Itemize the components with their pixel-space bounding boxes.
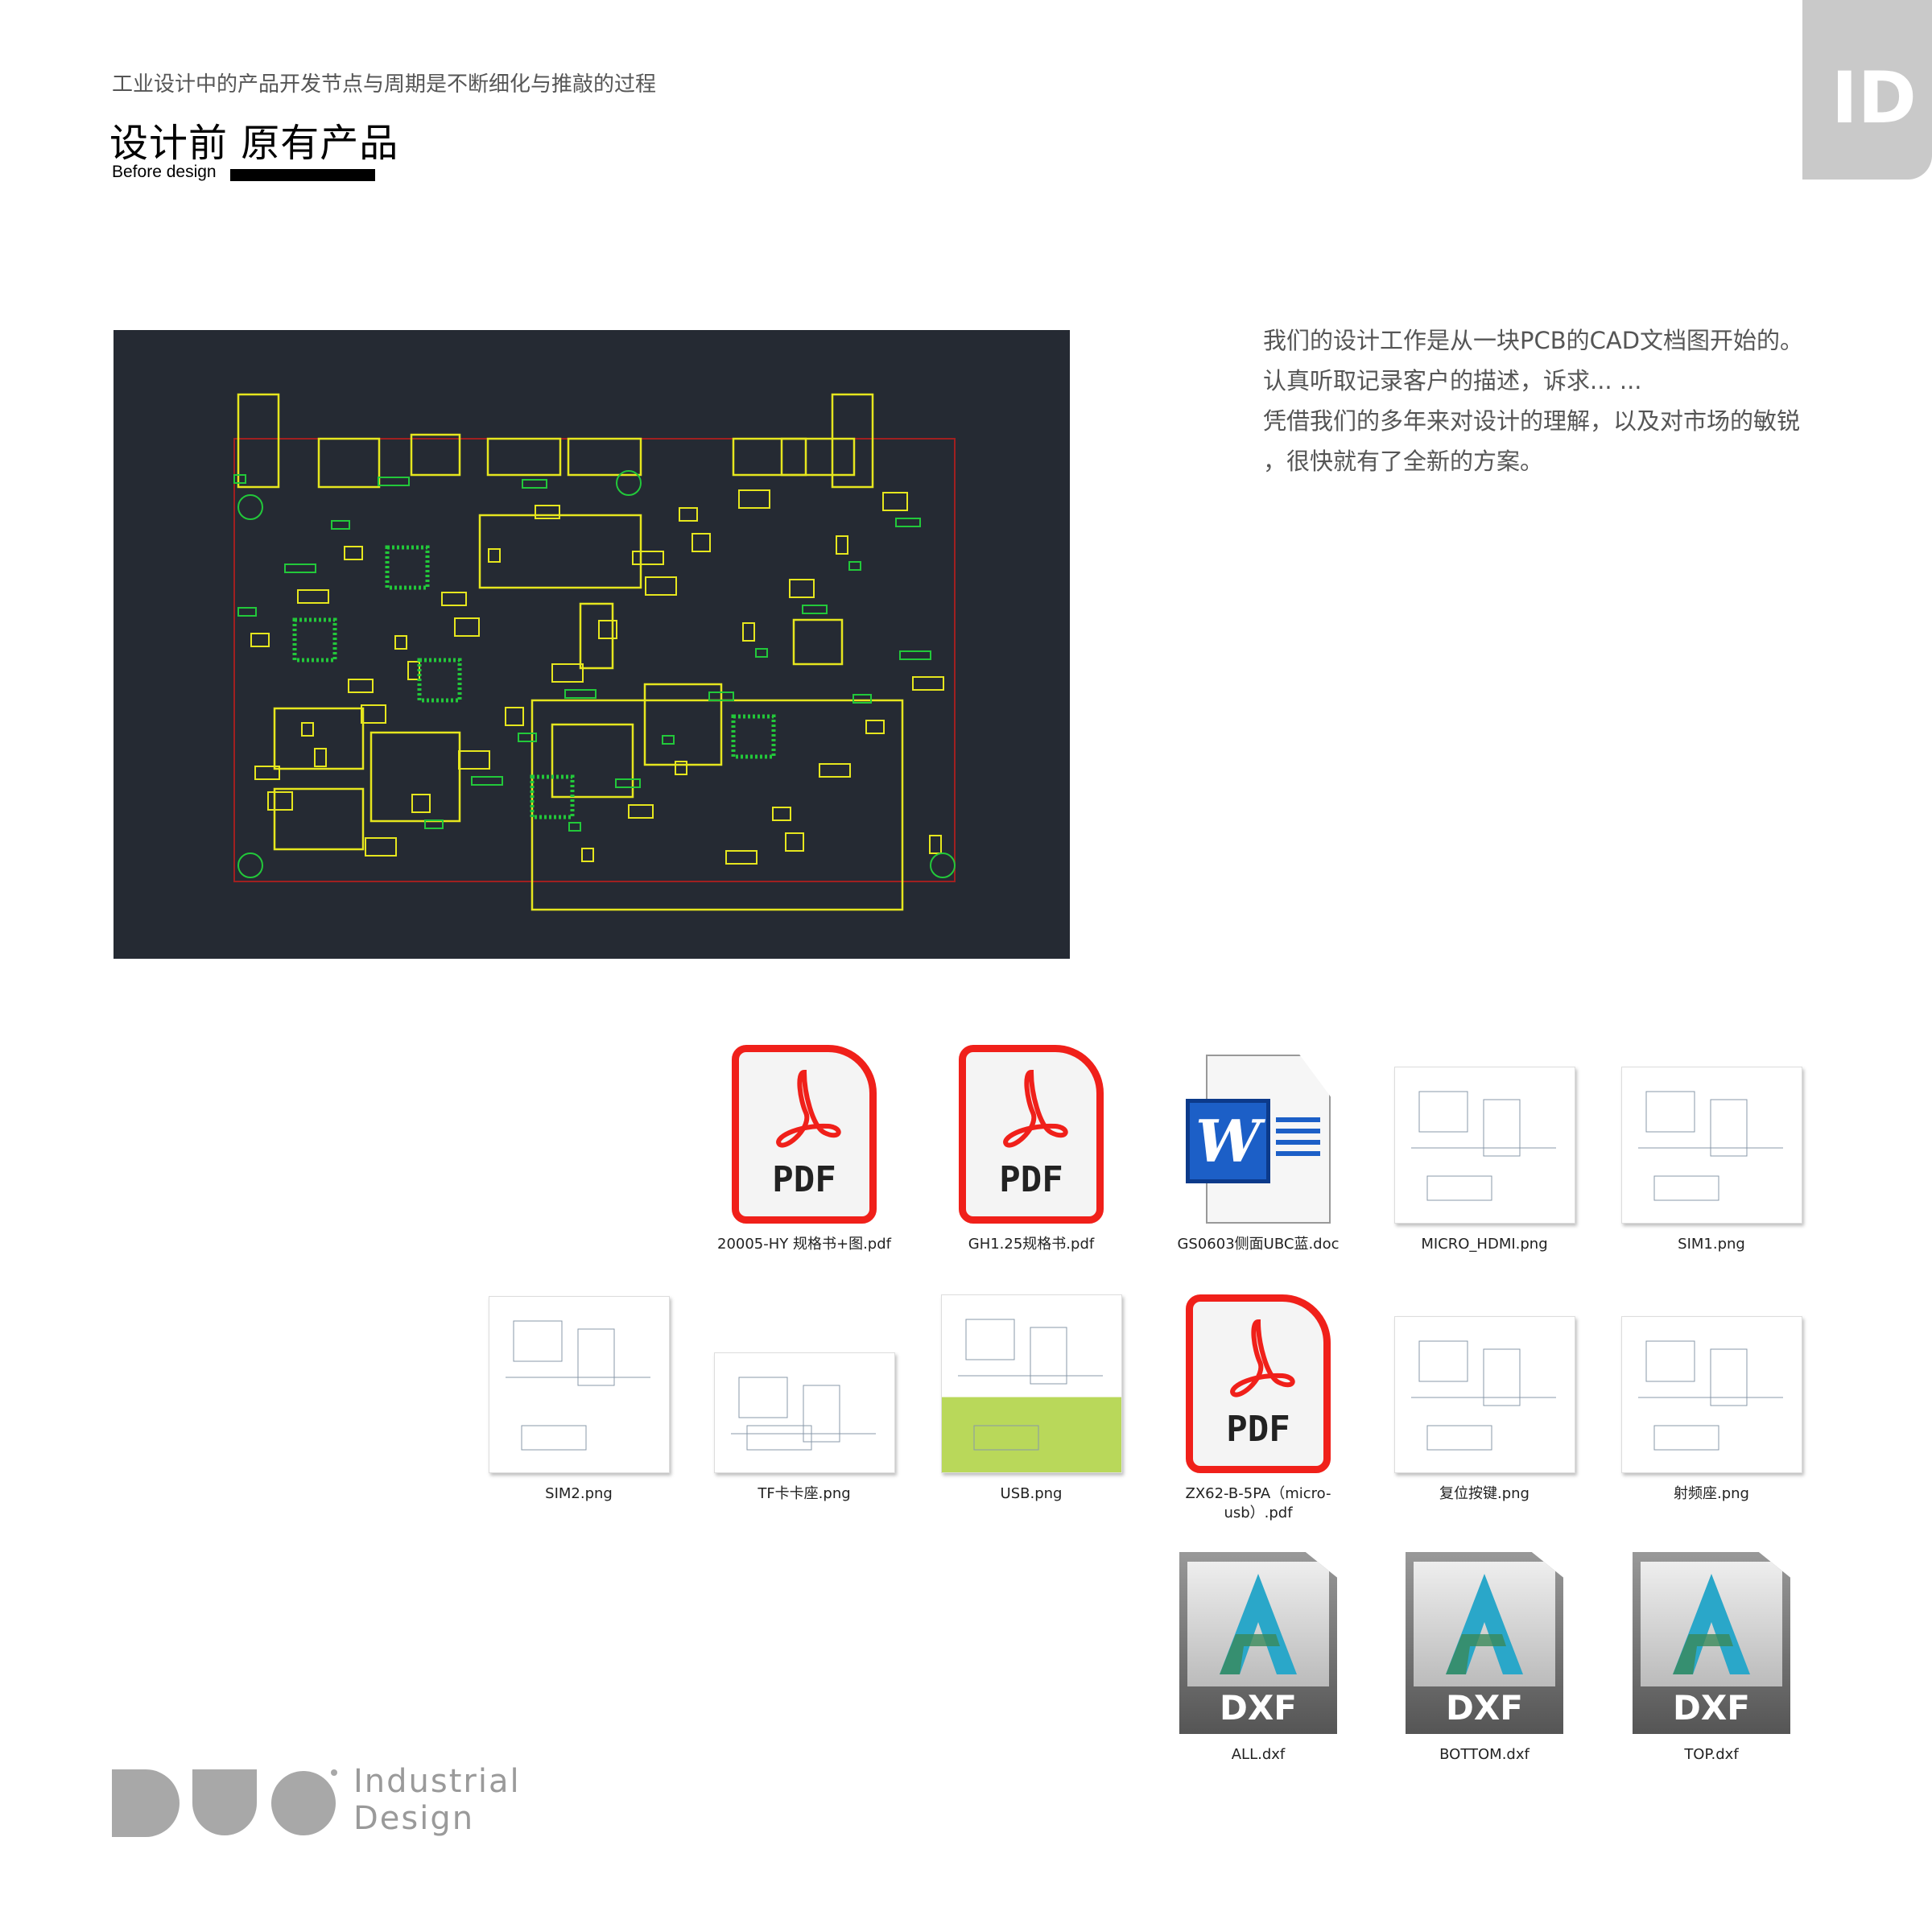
image-thumbnail xyxy=(1393,1067,1575,1224)
dxf-badge: DXF xyxy=(1220,1688,1297,1728)
file-item[interactable]: 复位按键.png xyxy=(1371,1288,1598,1504)
description-line: 认真听取记录客户的描述，诉求... ... xyxy=(1263,367,1642,394)
file-item[interactable]: PDF 20005-HY 规格书+图.pdf xyxy=(691,1038,918,1254)
logo-line1: Industrial xyxy=(353,1763,521,1800)
description-line: 凭借我们的多年来对设计的理解，以及对市场的敏锐 xyxy=(1263,407,1801,435)
file-name: TOP.dxf xyxy=(1684,1746,1739,1763)
file-name: ALL.dxf xyxy=(1231,1746,1286,1763)
logo-line2: Design xyxy=(353,1800,475,1837)
image-thumbnail xyxy=(1620,1067,1802,1224)
pdf-file-icon: PDF xyxy=(959,1045,1104,1224)
file-item[interactable]: W GS0603侧面UBC蓝.doc xyxy=(1145,1038,1372,1254)
pdf-badge: PDF xyxy=(772,1159,836,1200)
file-name: GS0603侧面UBC蓝.doc xyxy=(1177,1236,1340,1253)
logo-text: Industrial Design xyxy=(353,1763,521,1837)
image-thumbnail xyxy=(940,1294,1122,1473)
file-name: TF卡卡座.png xyxy=(758,1485,851,1502)
file-name: MICRO_HDMI.png xyxy=(1421,1236,1548,1253)
page-title-en: Before design xyxy=(112,163,217,181)
description-line: 我们的设计工作是从一块PCB的CAD文档图开始的。 xyxy=(1263,327,1804,354)
file-item[interactable]: PDF GH1.25规格书.pdf xyxy=(918,1038,1145,1254)
file-name: GH1.25规格书.pdf xyxy=(968,1236,1095,1253)
file-name: USB.png xyxy=(1000,1485,1063,1502)
pcb-drawing xyxy=(233,393,956,911)
title-underline-bar xyxy=(230,169,375,181)
image-thumbnail xyxy=(488,1296,670,1473)
pdf-file-icon: PDF xyxy=(1186,1294,1331,1473)
file-name: 射频座.png xyxy=(1674,1485,1749,1502)
file-item[interactable]: DXF BOTTOM.dxf xyxy=(1371,1549,1598,1765)
image-thumbnail xyxy=(1620,1316,1802,1473)
file-name: SIM2.png xyxy=(545,1485,613,1502)
file-name: 20005-HY 规格书+图.pdf xyxy=(717,1236,891,1253)
file-name: ZX62-B-5PA（micro-usb）.pdf xyxy=(1185,1485,1331,1521)
image-thumbnail xyxy=(713,1352,895,1473)
pdf-file-icon: PDF xyxy=(732,1045,877,1224)
duo-logo xyxy=(112,1769,337,1837)
autocad-dxf-icon: DXF xyxy=(1406,1552,1563,1734)
file-name: BOTTOM.dxf xyxy=(1439,1746,1530,1763)
autocad-dxf-icon: DXF xyxy=(1633,1552,1790,1734)
word-doc-icon: W xyxy=(1186,1055,1331,1224)
id-tab: ID xyxy=(1802,0,1932,180)
file-item[interactable]: 射频座.png xyxy=(1598,1288,1825,1504)
autocad-dxf-icon: DXF xyxy=(1179,1552,1337,1734)
file-item[interactable]: USB.png xyxy=(918,1288,1145,1504)
file-name: SIM1.png xyxy=(1678,1236,1745,1253)
pdf-badge: PDF xyxy=(999,1159,1063,1200)
file-item[interactable]: PDF ZX62-B-5PA（micro-usb）.pdf xyxy=(1145,1288,1372,1523)
pcb-cad-image xyxy=(114,330,1070,959)
image-thumbnail xyxy=(1393,1316,1575,1473)
file-item[interactable]: DXF TOP.dxf xyxy=(1598,1549,1825,1765)
word-badge: W xyxy=(1186,1099,1270,1183)
dxf-badge: DXF xyxy=(1446,1688,1523,1728)
dxf-badge: DXF xyxy=(1673,1688,1750,1728)
file-item[interactable]: DXF ALL.dxf xyxy=(1145,1549,1372,1765)
file-name: 复位按键.png xyxy=(1439,1485,1530,1502)
pdf-badge: PDF xyxy=(1226,1409,1290,1450)
description: 我们的设计工作是从一块PCB的CAD文档图开始的。 认真听取记录客户的描述，诉求… xyxy=(1263,320,1803,481)
file-item[interactable]: SIM1.png xyxy=(1598,1038,1825,1254)
file-item[interactable]: TF卡卡座.png xyxy=(691,1288,918,1504)
page-title: 设计前 原有产品 xyxy=(109,121,399,166)
file-item[interactable]: SIM2.png xyxy=(465,1288,692,1504)
description-line: ，很快就有了全新的方案。 xyxy=(1263,448,1544,475)
page-subtitle: 工业设计中的产品开发节点与周期是不断细化与推敲的过程 xyxy=(112,72,657,97)
file-item[interactable]: MICRO_HDMI.png xyxy=(1371,1038,1598,1254)
